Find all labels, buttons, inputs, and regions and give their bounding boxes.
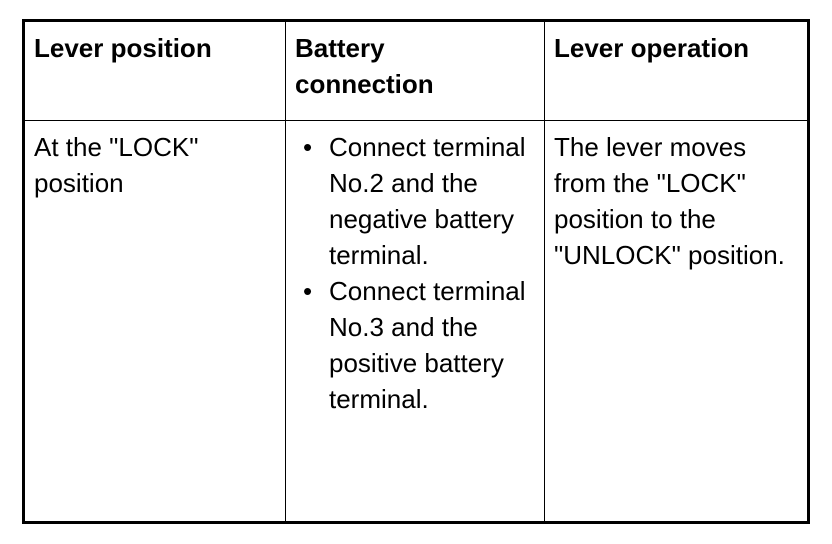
cell-battery-connection: • Connect terminal No.2 and the negative…: [285, 120, 545, 523]
cell-lever-operation: The lever moves from the "LOCK" position…: [544, 120, 809, 523]
bullet-icon: •: [303, 132, 313, 162]
column-header-lever-operation: Lever operation: [544, 20, 809, 121]
column-header-lever-position: Lever position: [23, 20, 286, 121]
column-header-battery-connection-label: Battery connection: [295, 33, 434, 99]
list-item: • Connect terminal No.3 and the positive…: [295, 273, 535, 417]
column-header-lever-operation-label: Lever operation: [554, 33, 750, 63]
list-item-text: Connect terminal No.3 and the positive b…: [329, 276, 526, 414]
list-item-text: Connect terminal No.2 and the negative b…: [329, 132, 526, 270]
lever-position-table: Lever position Battery connection Lever …: [22, 19, 810, 524]
list-item: • Connect terminal No.2 and the negative…: [295, 129, 535, 273]
column-header-lever-position-label: Lever position: [34, 33, 212, 63]
table-header-row: Lever position Battery connection Lever …: [23, 20, 809, 121]
cell-lever-position: At the "LOCK" position: [23, 120, 286, 523]
cell-lever-operation-text: The lever moves from the "LOCK" position…: [554, 132, 785, 270]
table-row: At the "LOCK" position • Connect termina…: [23, 120, 809, 523]
battery-connection-list: • Connect terminal No.2 and the negative…: [295, 129, 535, 417]
bullet-icon: •: [303, 276, 313, 306]
cell-lever-position-text: At the "LOCK" position: [34, 132, 199, 198]
column-header-battery-connection: Battery connection: [285, 20, 545, 121]
